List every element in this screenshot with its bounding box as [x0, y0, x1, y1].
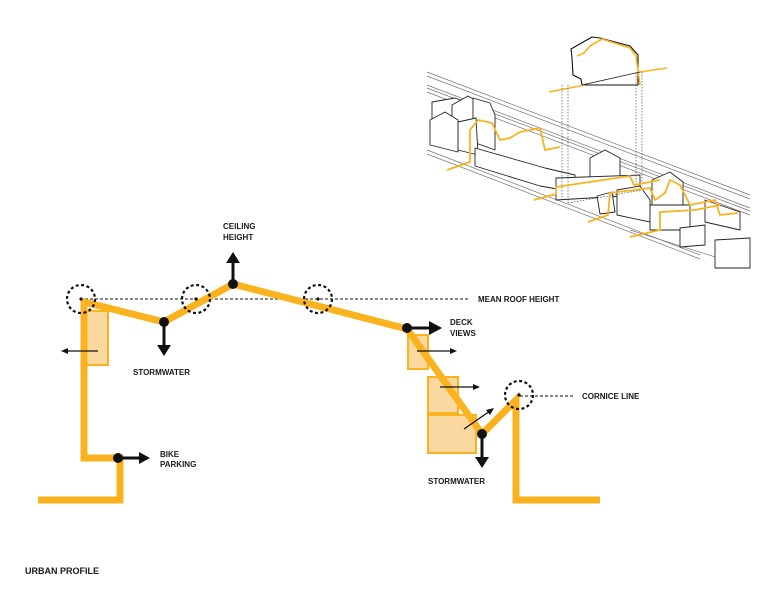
diagram-title: URBAN PROFILE	[25, 566, 99, 576]
mean-height-markers	[65, 283, 535, 411]
label-stormwater-right: STORMWATER	[428, 477, 485, 486]
node-ceiling-height	[226, 252, 240, 289]
node-bike-parking	[113, 452, 150, 464]
label-deck-views-2: VIEWS	[450, 329, 476, 338]
node-stormwater-right	[475, 429, 489, 468]
lifted-section-block	[570, 36, 639, 86]
label-deck-views-1: DECK	[450, 318, 473, 327]
label-ceiling-height-2: HEIGHT	[223, 233, 253, 242]
roof-profile-line	[38, 280, 600, 504]
section-cuts	[446, 119, 739, 238]
label-stormwater-left: STORMWATER	[133, 368, 190, 377]
label-cornice-line: CORNICE LINE	[582, 392, 640, 401]
node-stormwater-left	[157, 317, 171, 356]
label-ceiling-height-1: CEILING	[223, 222, 255, 231]
projection-lines	[561, 72, 643, 204]
bay-fills	[85, 310, 477, 454]
label-bike-parking-1: BIKE	[160, 450, 180, 459]
label-bike-parking-2: PARKING	[160, 460, 196, 469]
label-mean-roof-height: MEAN ROOF HEIGHT	[478, 295, 559, 304]
axonometric-inset	[426, 36, 751, 269]
node-deck-views	[402, 321, 442, 335]
thin-arrows	[61, 348, 494, 430]
